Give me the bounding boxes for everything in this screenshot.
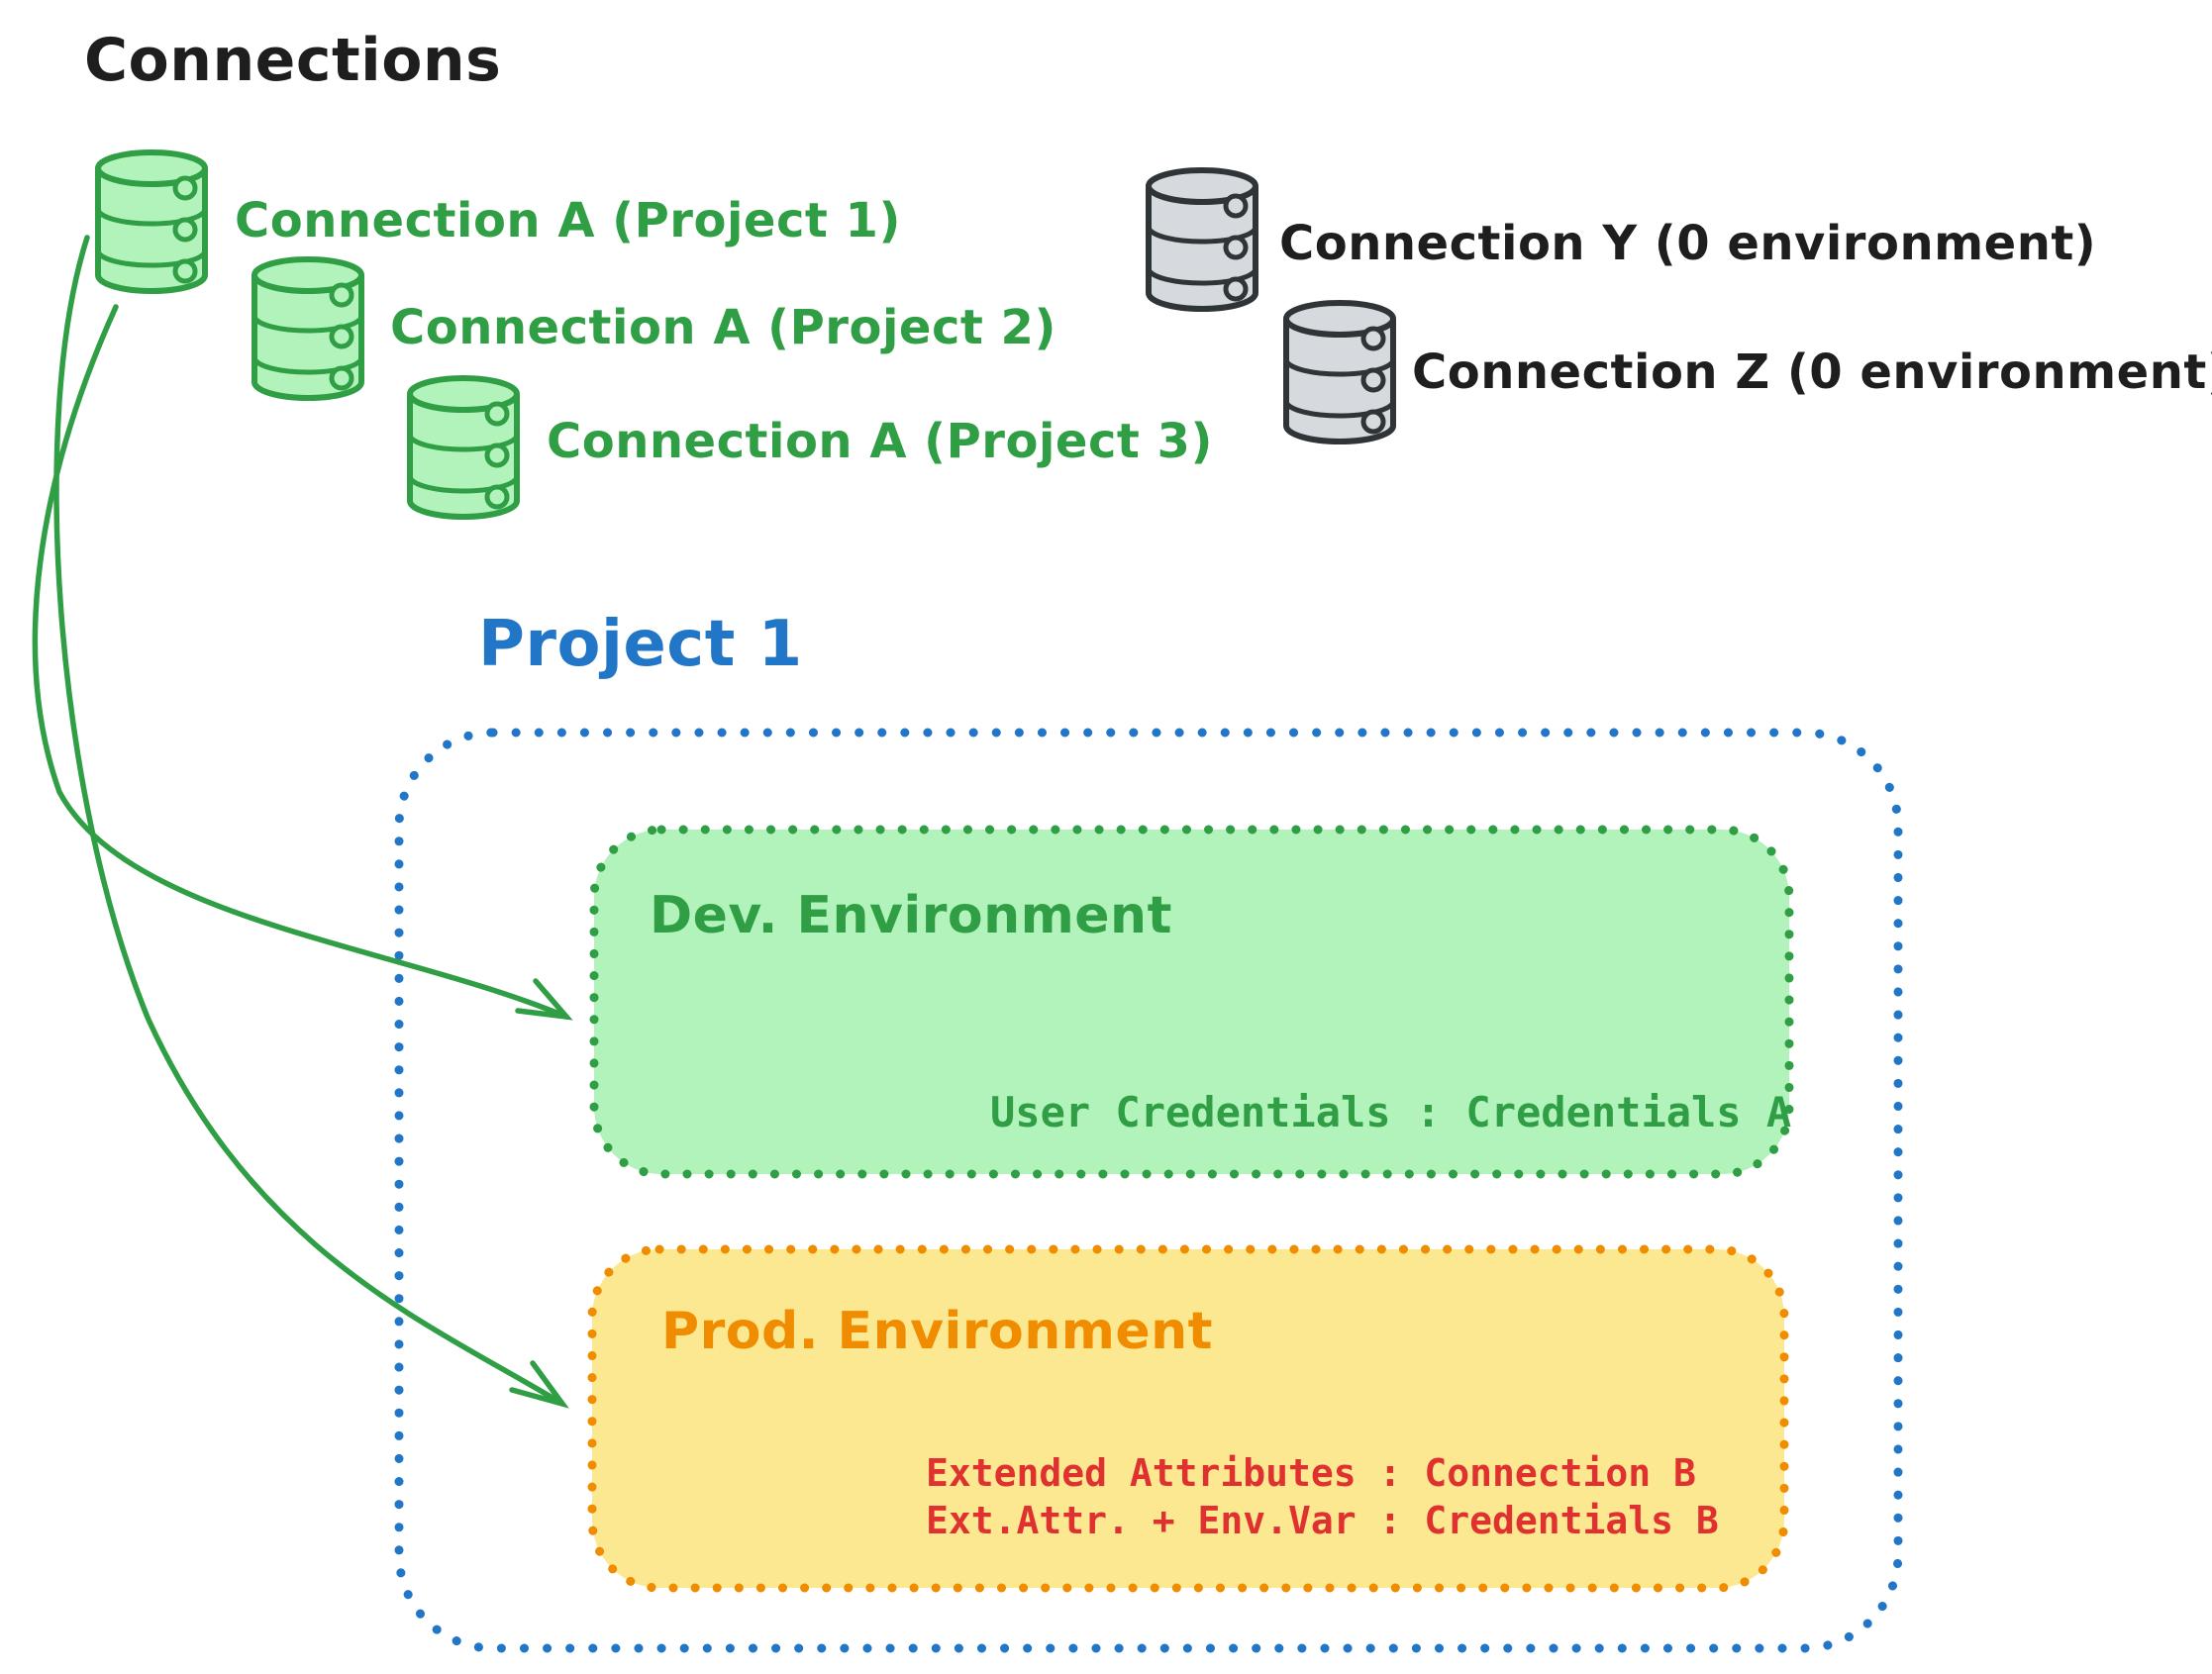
- prod-credential-line-2: Ext.Attr. + Env.Var : Credentials B: [926, 1499, 1719, 1542]
- database-icon-connection-z: [1286, 303, 1393, 442]
- dev-environment-credentials: User Credentials : Credentials A: [990, 1088, 1792, 1136]
- label-connection-a-project-2: Connection A (Project 2): [390, 300, 1056, 355]
- database-icon-connection-y: [1149, 170, 1256, 309]
- dev-environment-label: Dev. Environment: [650, 886, 1172, 945]
- label-connection-a-project-1: Connection A (Project 1): [235, 193, 901, 248]
- project-1-title: Project 1: [478, 608, 803, 681]
- label-connection-y: Connection Y (0 environment): [1279, 216, 2097, 271]
- database-icon-connection-a-project-3: [410, 378, 517, 517]
- prod-environment-credentials: Extended Attributes : Connection B Ext.A…: [926, 1449, 1719, 1544]
- diagram-title: Connections: [84, 26, 502, 95]
- database-icon-connection-a-project-2: [254, 259, 361, 398]
- prod-environment-label: Prod. Environment: [661, 1302, 1214, 1361]
- label-connection-a-project-3: Connection A (Project 3): [547, 414, 1213, 469]
- arrow-connection-a-to-prod: [53, 235, 569, 1409]
- label-connection-z: Connection Z (0 environment): [1412, 345, 2212, 400]
- prod-credential-line-1: Extended Attributes : Connection B: [926, 1451, 1696, 1495]
- prod-environment-box: [587, 1244, 1789, 1593]
- database-icon-connection-a-project-1: [98, 152, 205, 291]
- dev-environment-box: [589, 825, 1794, 1179]
